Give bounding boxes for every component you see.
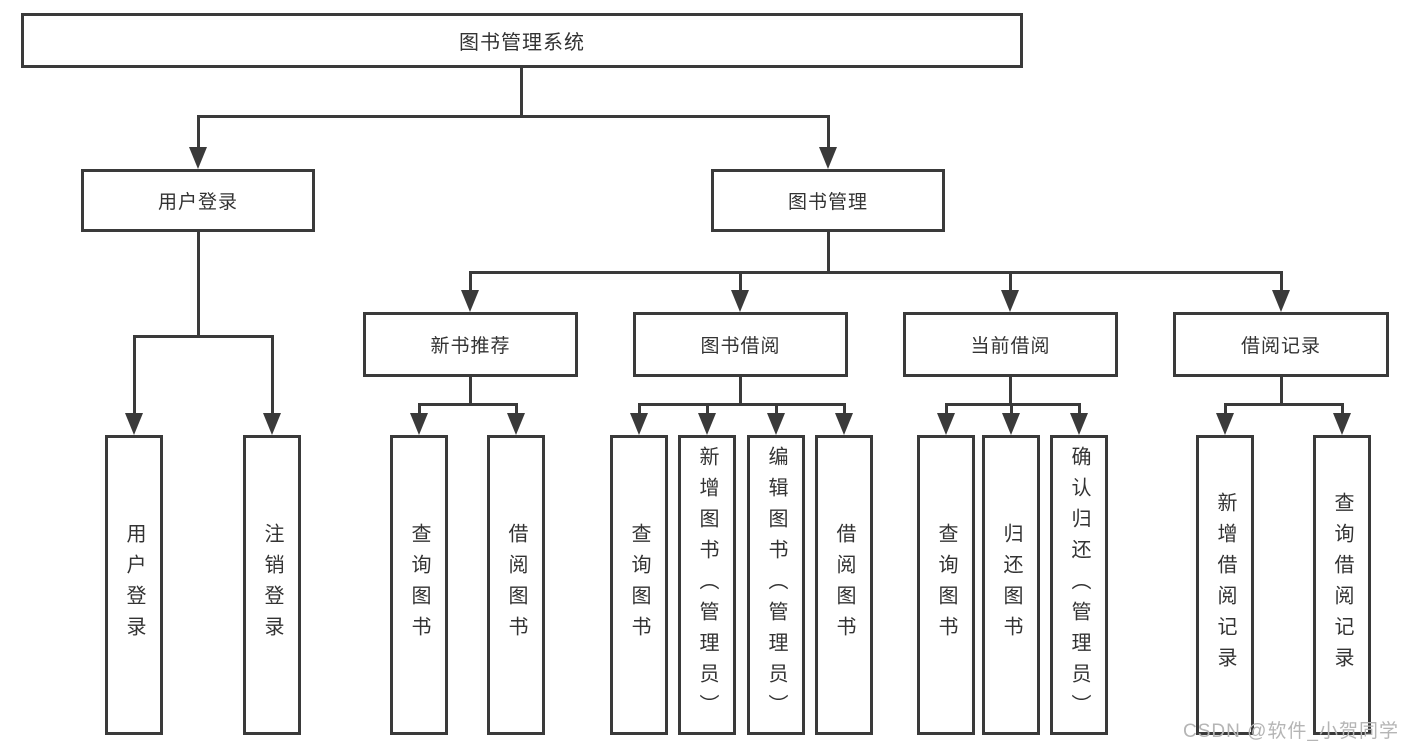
leaf-borrow-books-recommend: 借阅图书 [487, 435, 545, 735]
connector-line [944, 403, 948, 415]
connector-line [1279, 271, 1283, 292]
connector-line [826, 115, 830, 149]
connector-line [738, 271, 742, 292]
connector-line [842, 403, 846, 415]
connector-line [1008, 377, 1012, 406]
connector-line [468, 271, 1283, 274]
connector-line [1008, 271, 1012, 292]
connector-line [705, 403, 709, 415]
connector-line [132, 335, 136, 415]
leaf-return-book: 归还图书 [982, 435, 1040, 735]
connector-line [519, 68, 523, 117]
arrow-down-icon [937, 413, 955, 435]
leaf-logout: 注销登录 [243, 435, 301, 735]
leaf-query-books-borrowing: 查询图书 [610, 435, 668, 735]
arrow-down-icon [835, 413, 853, 435]
leaf-confirm-return-admin: 确认归还（管理员） [1050, 435, 1108, 735]
leaf-label: 编辑图书（管理员） [765, 445, 787, 725]
arrow-down-icon [507, 413, 525, 435]
leaf-query-borrow-record: 查询借阅记录 [1313, 435, 1371, 735]
leaf-label: 借阅图书 [505, 523, 527, 647]
connector-line [514, 403, 518, 415]
leaf-label: 确认归还（管理员） [1068, 445, 1090, 725]
node-library-system: 图书管理系统 [21, 13, 1023, 68]
arrow-down-icon [1001, 290, 1019, 312]
arrow-down-icon [125, 413, 143, 435]
leaf-label: 新增借阅记录 [1214, 492, 1236, 678]
leaf-query-books-current: 查询图书 [917, 435, 975, 735]
arrow-down-icon [461, 290, 479, 312]
connector-line [774, 403, 778, 415]
connector-line [738, 377, 742, 406]
leaf-label: 用户登录 [123, 523, 145, 647]
connector-line [132, 335, 274, 338]
leaf-edit-book-admin: 编辑图书（管理员） [747, 435, 805, 735]
connector-line [1077, 403, 1081, 415]
connector-line [468, 271, 472, 292]
leaf-label: 注销登录 [261, 523, 283, 647]
connector-line [1279, 377, 1283, 406]
arrow-down-icon [630, 413, 648, 435]
leaf-label: 查询图书 [408, 523, 430, 647]
node-new-book-recommend: 新书推荐 [363, 312, 578, 377]
connector-line [196, 115, 200, 149]
arrow-down-icon [263, 413, 281, 435]
leaf-query-books-recommend: 查询图书 [390, 435, 448, 735]
connector-line [196, 115, 830, 118]
node-book-management: 图书管理 [711, 169, 945, 232]
connector-line [1009, 403, 1013, 415]
connector-line [1223, 403, 1344, 406]
node-borrowing-records: 借阅记录 [1173, 312, 1389, 377]
connector-line [270, 335, 274, 415]
connector-line [417, 403, 421, 415]
csdn-watermark: CSDN @软件_小贺同学 [1183, 721, 1399, 742]
arrow-down-icon [189, 147, 207, 169]
leaf-add-borrow-record: 新增借阅记录 [1196, 435, 1254, 735]
arrow-down-icon [1070, 413, 1088, 435]
connector-line [196, 232, 200, 338]
leaf-label: 查询图书 [628, 523, 650, 647]
leaf-label: 查询借阅记录 [1331, 492, 1353, 678]
node-book-borrowing: 图书借阅 [633, 312, 848, 377]
connector-line [468, 377, 472, 406]
leaf-label: 查询图书 [935, 523, 957, 647]
connector-line [944, 403, 1081, 406]
leaf-label: 归还图书 [1000, 523, 1022, 647]
connector-line [1223, 403, 1227, 415]
arrow-down-icon [1272, 290, 1290, 312]
leaf-label: 借阅图书 [833, 523, 855, 647]
arrow-down-icon [1333, 413, 1351, 435]
arrow-down-icon [410, 413, 428, 435]
leaf-add-book-admin: 新增图书（管理员） [678, 435, 736, 735]
connector-line [417, 403, 518, 406]
connector-line [1340, 403, 1344, 415]
node-current-borrowing: 当前借阅 [903, 312, 1118, 377]
arrow-down-icon [698, 413, 716, 435]
connector-line [826, 232, 830, 274]
arrow-down-icon [1002, 413, 1020, 435]
arrow-down-icon [1216, 413, 1234, 435]
arrow-down-icon [767, 413, 785, 435]
leaf-user-login: 用户登录 [105, 435, 163, 735]
arrow-down-icon [819, 147, 837, 169]
connector-line [637, 403, 846, 406]
arrow-down-icon [731, 290, 749, 312]
node-user-login-branch: 用户登录 [81, 169, 315, 232]
connector-line [637, 403, 641, 415]
leaf-borrow-books-borrowing: 借阅图书 [815, 435, 873, 735]
leaf-label: 新增图书（管理员） [696, 445, 718, 725]
